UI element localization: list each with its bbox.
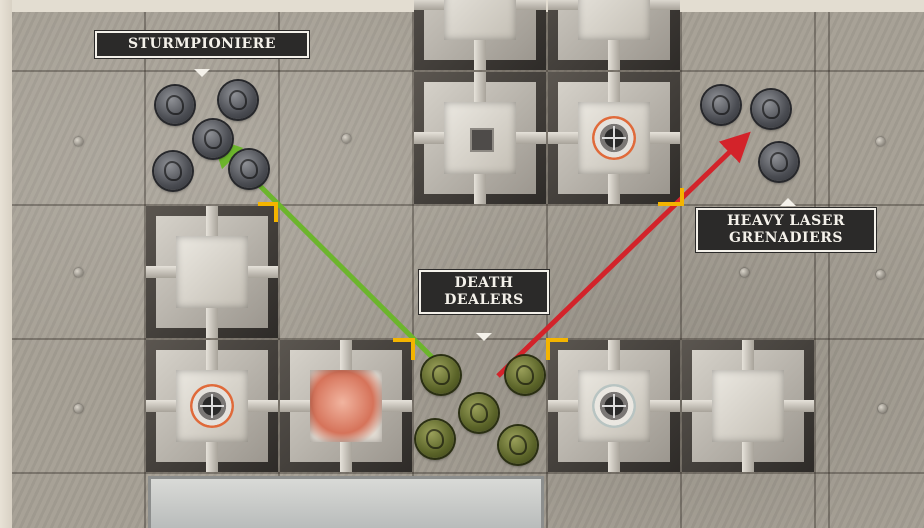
unit-label-text: STURMPIONIERE xyxy=(128,36,276,52)
label-pointer xyxy=(476,333,492,341)
unit-label-death-dealers: DEATH DEALERS xyxy=(419,270,549,314)
heavy-laser-grenadier-miniature[interactable] xyxy=(752,90,790,128)
sturmpioniere-miniature[interactable] xyxy=(230,150,268,188)
heavy-laser-grenadier-miniature[interactable] xyxy=(702,86,740,124)
unit-label-text: DEALERS xyxy=(427,292,541,309)
corner-marker xyxy=(393,340,413,360)
unit-label-text: HEAVY LASER xyxy=(704,213,868,230)
unit-label-sturmpioniere: STURMPIONIERE xyxy=(95,31,309,58)
heavy-laser-grenadier-miniature[interactable] xyxy=(760,143,798,181)
death-dealer-miniature[interactable] xyxy=(416,420,454,458)
unit-label-text: DEATH xyxy=(427,275,541,292)
unit-label-text: GRENADIERS xyxy=(704,230,868,247)
label-pointer xyxy=(194,69,210,77)
death-dealer-miniature[interactable] xyxy=(499,426,537,464)
sturmpioniere-miniature[interactable] xyxy=(194,120,232,158)
blocked-line-of-sight xyxy=(498,142,740,376)
death-dealer-miniature[interactable] xyxy=(506,356,544,394)
corner-marker xyxy=(258,204,276,222)
sturmpioniere-miniature[interactable] xyxy=(219,81,257,119)
unit-label-heavy-laser-grenadiers: HEAVY LASER GRENADIERS xyxy=(696,208,876,252)
sturmpioniere-miniature[interactable] xyxy=(154,152,192,190)
sturmpioniere-miniature[interactable] xyxy=(156,86,194,124)
death-dealer-miniature[interactable] xyxy=(422,356,460,394)
corner-marker xyxy=(548,340,568,360)
death-dealer-miniature[interactable] xyxy=(460,394,498,432)
label-pointer xyxy=(780,198,796,206)
